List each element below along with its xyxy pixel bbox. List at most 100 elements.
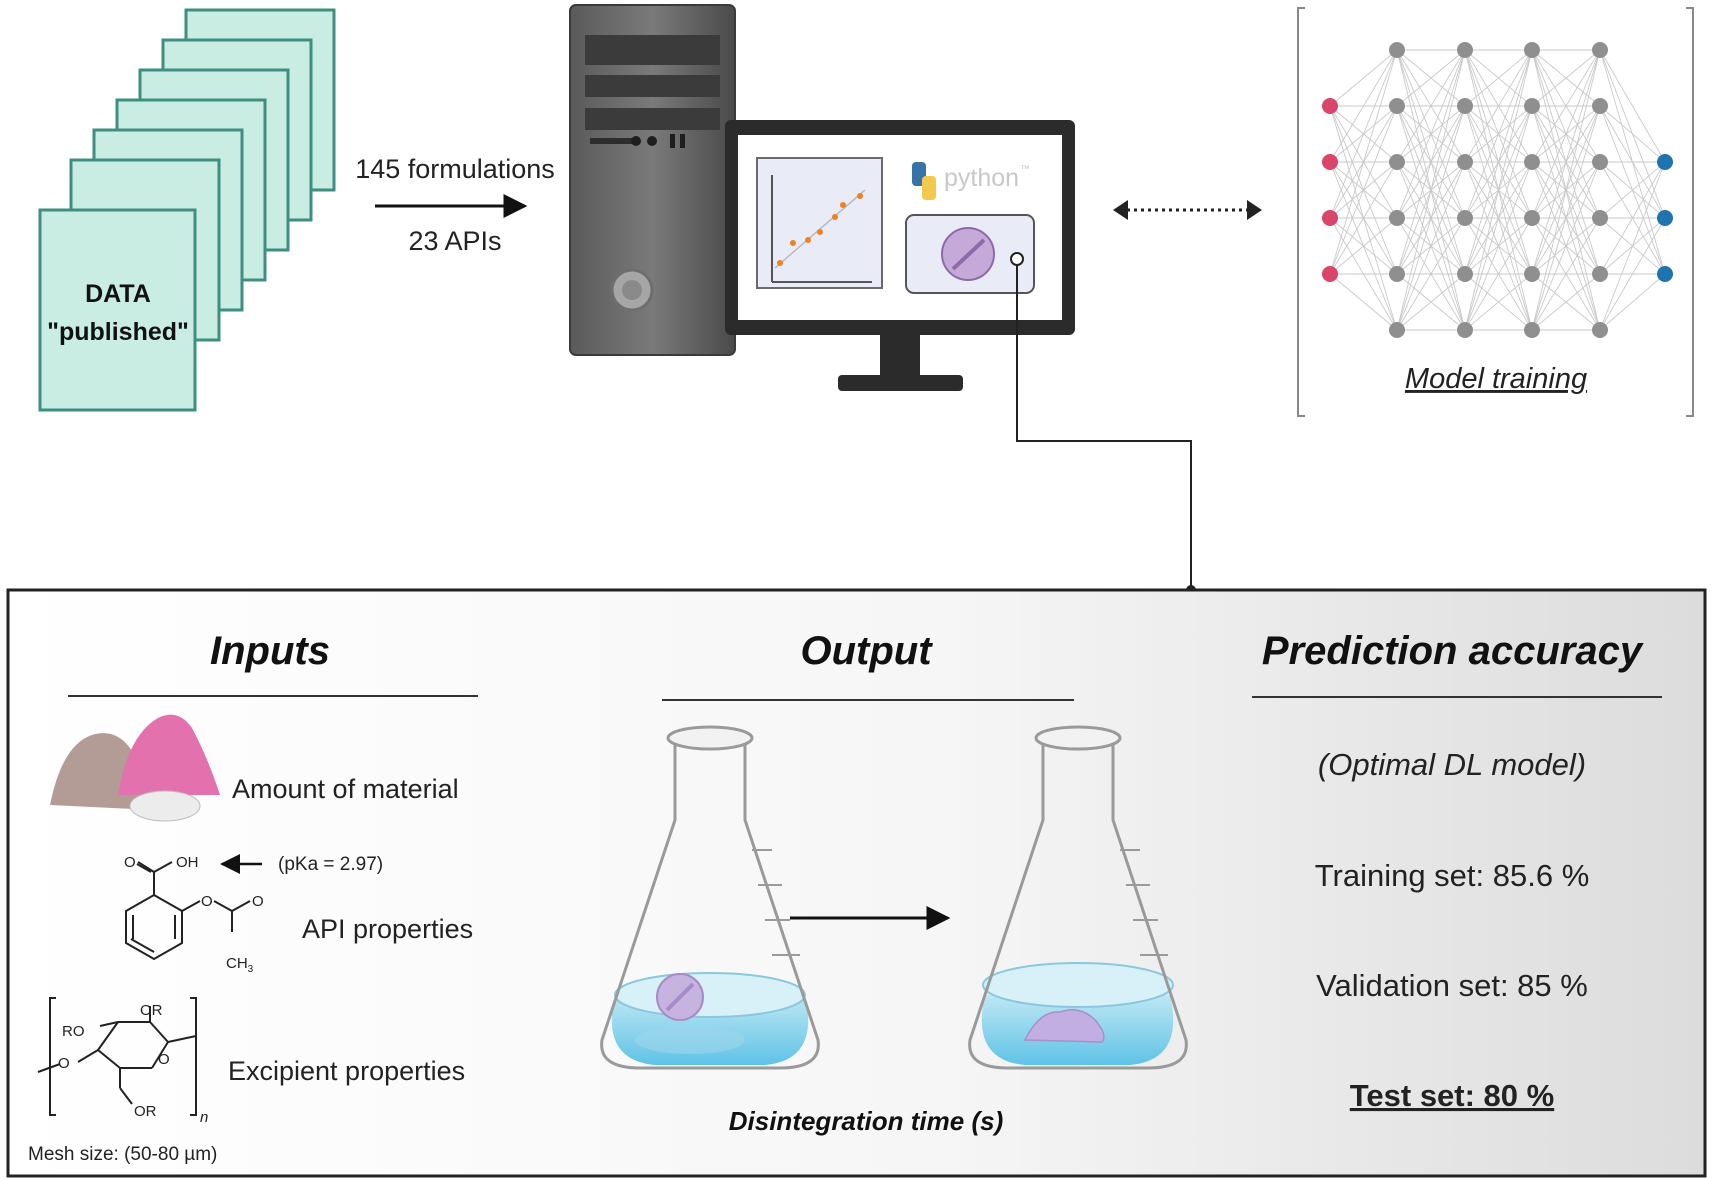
nn-edge	[1396, 49, 1466, 107]
output-column: Output	[600, 629, 1188, 1136]
inputs-title: Inputs	[210, 629, 330, 673]
nn-node-hidden	[1457, 42, 1473, 58]
chem-ch3: CH	[226, 955, 248, 972]
scatter-plot-icon	[756, 157, 883, 289]
nn-edge	[1599, 49, 1666, 163]
formulations-label: 145 formulations	[355, 154, 555, 184]
chem-or-bottom: OR	[134, 1103, 157, 1120]
apis-label: 23 APIs	[408, 226, 501, 256]
nn-edge	[1464, 49, 1533, 275]
nn-edge	[1396, 49, 1466, 331]
nn-edge	[1329, 49, 1398, 163]
nn-edge	[1531, 49, 1601, 219]
pka-label: (pKa = 2.97)	[278, 854, 383, 875]
nn-edge	[1396, 273, 1466, 331]
optimal-model-label: (Optimal DL model)	[1318, 747, 1586, 782]
nn-node-hidden	[1524, 98, 1540, 114]
neural-network-diagram: Model training	[1297, 7, 1694, 417]
nn-edge	[1396, 49, 1466, 219]
nn-node-input	[1322, 98, 1338, 114]
nn-edge	[1396, 161, 1466, 331]
nn-edge	[1329, 49, 1398, 219]
nn-edge	[1464, 49, 1533, 107]
nn-edge	[1396, 105, 1466, 331]
powder-piles-icon	[50, 714, 220, 822]
bidirectional-arrow	[1113, 200, 1262, 220]
nn-edge	[1599, 161, 1666, 275]
nn-edge	[1464, 273, 1533, 331]
svg-text:CH3: CH3	[226, 955, 254, 975]
nn-edge	[1329, 105, 1398, 275]
nn-node-hidden	[1524, 154, 1540, 170]
nn-node-hidden	[1592, 98, 1608, 114]
nn-edge	[1329, 217, 1398, 275]
nn-node-hidden	[1457, 154, 1473, 170]
nn-edge	[1329, 49, 1398, 275]
chem-oh: OH	[176, 854, 199, 871]
amount-of-material-label: Amount of material	[232, 774, 459, 804]
nn-node-hidden	[1457, 98, 1473, 114]
nn-edge	[1599, 161, 1666, 331]
nn-node-output	[1657, 210, 1673, 226]
training-set-label: Training set: 85.6 %	[1315, 858, 1590, 893]
excipient-properties-label: Excipient properties	[228, 1056, 465, 1086]
summary-panel	[6, 588, 1707, 1178]
nn-edge	[1329, 161, 1398, 275]
nn-node-input	[1322, 210, 1338, 226]
chem-n: n	[200, 1109, 208, 1126]
nn-edge	[1599, 217, 1666, 331]
nn-node-hidden	[1389, 210, 1405, 226]
nn-node-hidden	[1389, 154, 1405, 170]
nn-edge	[1599, 105, 1666, 163]
nn-edge	[1464, 161, 1533, 331]
nn-edge	[1464, 49, 1533, 163]
nn-node-hidden	[1592, 266, 1608, 282]
nn-edge	[1531, 49, 1601, 331]
nn-edge	[1531, 105, 1601, 331]
chem-o-carbonyl: O	[124, 854, 136, 871]
flask-disintegrated-icon	[968, 725, 1188, 1070]
connector-line	[1016, 265, 1192, 590]
nn-node-output	[1657, 154, 1673, 170]
nn-node-hidden	[1524, 322, 1540, 338]
nn-node-hidden	[1457, 266, 1473, 282]
nn-node-hidden	[1389, 98, 1405, 114]
published-label: "published"	[47, 318, 189, 346]
nn-edge	[1464, 49, 1533, 219]
chem-o-ester: O	[201, 893, 213, 910]
accuracy-title: Prediction accuracy	[1262, 629, 1644, 673]
nn-edge	[1531, 49, 1601, 163]
data-label: DATA	[85, 280, 151, 308]
nn-node-hidden	[1389, 266, 1405, 282]
nn-edge	[1396, 49, 1466, 275]
python-logo-icon: python ™	[912, 162, 1030, 200]
nn-node-input	[1322, 154, 1338, 170]
chem-ro: RO	[62, 1023, 85, 1040]
python-label: python	[944, 164, 1019, 192]
chem-o-ring: O	[158, 1051, 170, 1068]
accuracy-column: Prediction accuracy (Optimal DL model) T…	[1252, 629, 1662, 1113]
nn-edge	[1329, 273, 1398, 331]
nn-node-hidden	[1524, 210, 1540, 226]
api-properties-label: API properties	[302, 914, 473, 944]
nn-edge	[1396, 217, 1466, 331]
dataset-arrow-group: 145 formulations 23 APIs	[355, 154, 555, 256]
disintegration-time-label: Disintegration time (s)	[729, 1106, 1003, 1136]
nn-node-hidden	[1592, 210, 1608, 226]
nn-edge	[1531, 273, 1601, 331]
mesh-size-label: Mesh size: (50-80 µm)	[28, 1144, 217, 1165]
nn-edge	[1464, 105, 1533, 331]
cellulose-structure-icon	[37, 997, 197, 1116]
inputs-column: Inputs Amount of material O OH O O	[28, 629, 478, 1165]
nn-node-hidden	[1524, 266, 1540, 282]
nn-node-hidden	[1592, 322, 1608, 338]
data-sheets-stack: DATA "published"	[38, 8, 336, 412]
nn-edge	[1531, 49, 1601, 107]
test-set-label: Test set: 80 %	[1350, 1078, 1554, 1113]
nn-edge	[1531, 161, 1601, 331]
validation-set-label: Validation set: 85 %	[1316, 968, 1588, 1003]
chem-o-acetyl: O	[252, 893, 264, 910]
chem-or-top: OR	[140, 1002, 163, 1019]
output-title: Output	[800, 629, 933, 673]
